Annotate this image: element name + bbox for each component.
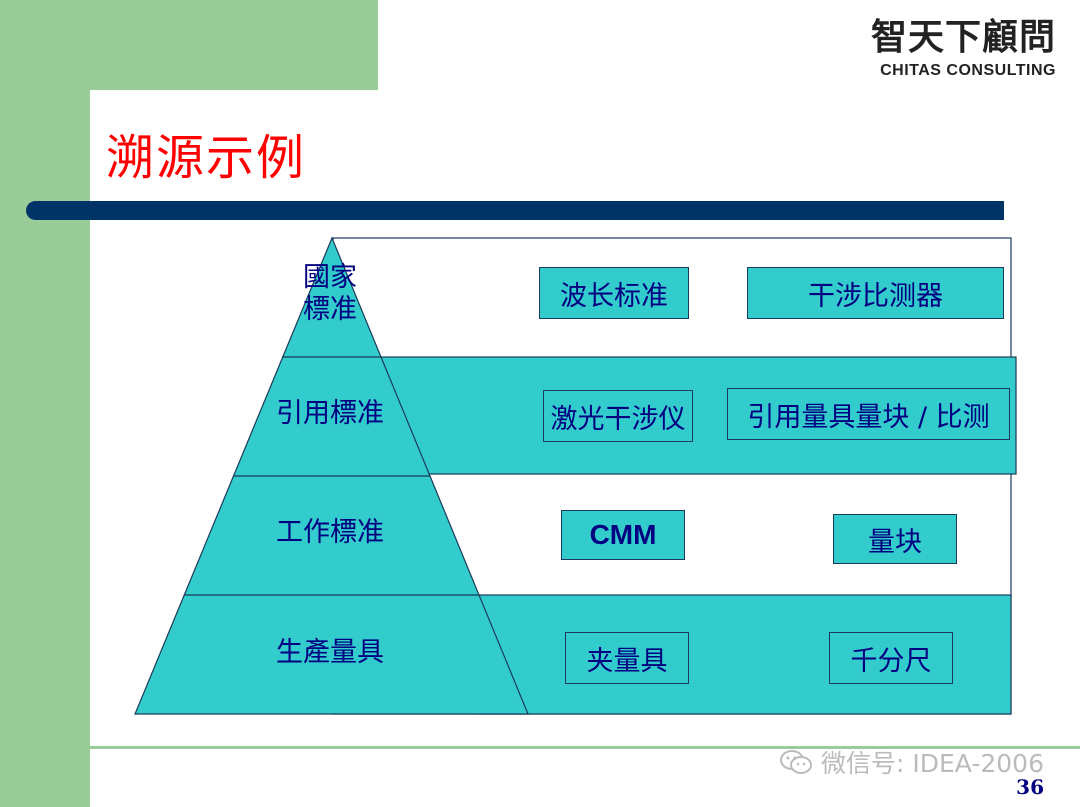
left-green-band bbox=[0, 0, 90, 807]
title-underline-bar bbox=[26, 201, 1004, 220]
top-green-band bbox=[0, 0, 378, 90]
wechat-icon bbox=[780, 750, 812, 774]
item-cmm: CMM bbox=[561, 510, 685, 560]
level-label-reference: 引用標准 bbox=[276, 398, 384, 429]
level-label-working: 工作標准 bbox=[276, 517, 384, 548]
item-reference-gauge-block: 引用量具量块 / 比测 bbox=[727, 388, 1010, 440]
logo-chinese: 智天下顧問 bbox=[870, 16, 1056, 58]
item-interferometer-comparator: 干涉比测器 bbox=[747, 267, 1004, 319]
item-micrometer: 千分尺 bbox=[829, 632, 953, 684]
logo-english: CHITAS CONSULTING bbox=[880, 62, 1056, 79]
item-wavelength-standard: 波长标准 bbox=[539, 267, 689, 319]
item-clamp-gauge: 夹量具 bbox=[565, 632, 689, 684]
page-number: 36 bbox=[1016, 775, 1044, 799]
rounded-corner bbox=[90, 90, 210, 210]
item-gauge-block: 量块 bbox=[833, 514, 957, 564]
footer-line bbox=[90, 746, 1080, 749]
level-label-production: 生產量具 bbox=[276, 637, 384, 668]
watermark-text: 微信号: IDEA-2006 bbox=[821, 749, 1044, 778]
item-laser-interferometer: 激光干涉仪 bbox=[543, 390, 693, 442]
slide-title: 溯源示例 bbox=[106, 130, 307, 186]
level-label-national: 國家標准 bbox=[303, 262, 357, 326]
watermark: 微信号: IDEA-2006 bbox=[779, 744, 1044, 780]
